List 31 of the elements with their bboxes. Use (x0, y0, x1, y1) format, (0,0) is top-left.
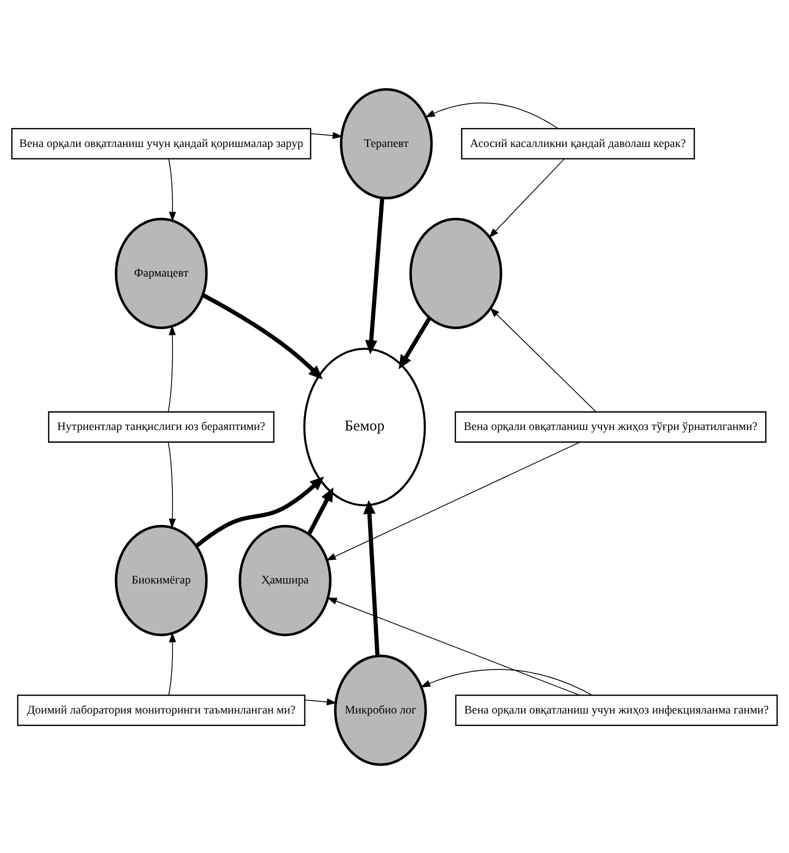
arrow (310, 132, 343, 139)
node-box: Нутриентлар танқислиги юз бераяптими? (48, 410, 274, 442)
node-box: Вена орқали овқатланиш учун жиҳоз тўғри ўрнатилганми? (454, 410, 766, 442)
node-ellipse: Биокимёгар (114, 524, 208, 636)
arrow (195, 476, 324, 548)
arrow (398, 316, 432, 369)
arrow (168, 441, 176, 528)
node-box: Вена орқали овқатланиш учун жиҳоз инфекцияланма ганми? (455, 694, 778, 726)
node-ellipse: Фармацевт (114, 217, 208, 329)
arrow (365, 198, 384, 354)
node-ellipse: Микробио лог (334, 654, 427, 766)
node-box: Асосий касалликни қандай даволаш керак? (461, 128, 695, 159)
node-ellipse: Терапевт (340, 88, 433, 199)
arrow (304, 698, 337, 705)
arrow (488, 158, 565, 238)
arrow (168, 632, 176, 695)
node-circle (409, 217, 502, 329)
arrow (307, 486, 334, 535)
node-ellipse: Ҳамшира (238, 524, 332, 636)
node-box: Доимий лаборатория мониторинги таъминланган ми? (17, 694, 306, 726)
arrow (363, 499, 380, 656)
arrow (168, 158, 176, 222)
arrow (490, 306, 596, 412)
node-ellipse: Бемор (303, 347, 426, 506)
arrow (326, 597, 580, 696)
node-box: Вена орқали овқатланиш учун қандай қоришмалар зарур (11, 128, 312, 159)
arrow (424, 102, 558, 128)
arrow (326, 441, 580, 560)
arrow (168, 324, 176, 412)
arrow (202, 292, 323, 379)
arrow (420, 668, 593, 696)
